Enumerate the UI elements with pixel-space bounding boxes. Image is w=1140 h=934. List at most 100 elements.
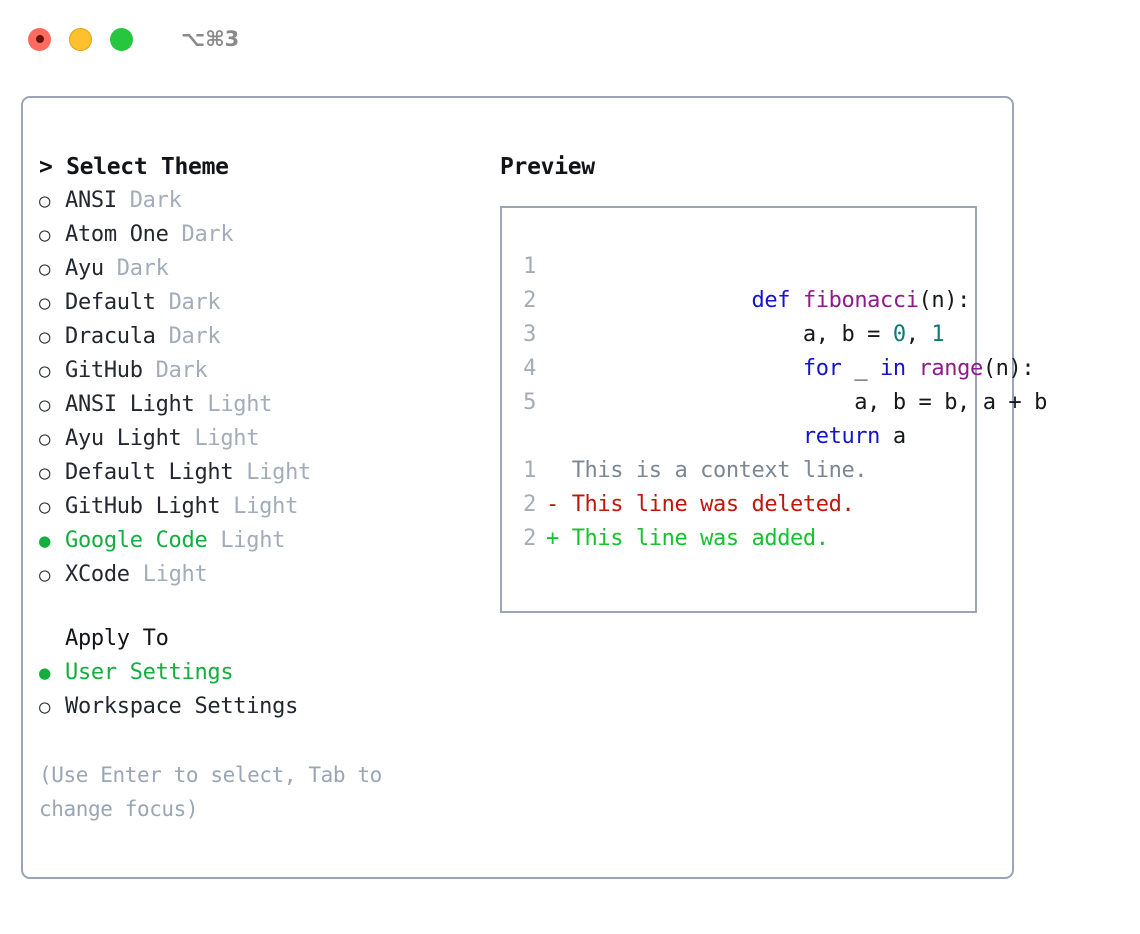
theme-option-label: ANSI Light — [65, 392, 195, 417]
radio-unselected-icon[interactable]: ○ — [39, 428, 51, 450]
theme-option-default-dark[interactable]: ○ Default Dark — [39, 286, 493, 320]
theme-option-tag-text: Dark — [116, 256, 169, 281]
theme-option-tag-text: Dark — [155, 358, 208, 383]
line-number: 2 — [523, 492, 536, 517]
token-number: 0 — [892, 322, 906, 347]
theme-option-label: Default — [65, 290, 156, 315]
theme-option-label: Dracula — [65, 324, 156, 349]
line-number: 1 — [523, 458, 536, 483]
main-panel: > Select Theme ○ ANSI Dark ○ Atom One — [21, 96, 1047, 879]
theme-option-tag-text: Dark — [129, 188, 182, 213]
apply-to-option-user-settings[interactable]: ● User Settings — [39, 656, 493, 690]
diff-sample: 1 This is a context line. 2 - This line … — [516, 454, 975, 556]
radio-unselected-icon[interactable]: ○ — [39, 394, 51, 416]
theme-option-tag-text: Light — [246, 460, 311, 485]
diff-line-text: + This line was added. — [546, 526, 829, 551]
theme-option-tag — [156, 286, 169, 320]
token-keyword: for — [802, 356, 842, 381]
theme-option-tag — [156, 320, 169, 354]
radio-unselected-icon[interactable]: ○ — [39, 496, 51, 518]
minimize-button[interactable] — [69, 27, 92, 51]
theme-option-tag-text: Light — [207, 392, 273, 417]
close-button[interactable] — [28, 27, 51, 51]
apply-to-label: Apply To — [65, 626, 169, 651]
radio-unselected-icon[interactable]: ○ — [39, 564, 51, 586]
token-plain: a, b = b, a + b — [751, 390, 1047, 415]
theme-option-label: GitHub — [65, 358, 143, 383]
apply-to-heading: ○ Apply To — [39, 622, 493, 656]
line-number: 1 — [523, 254, 536, 279]
theme-option-label: GitHub Light — [65, 494, 221, 519]
theme-option-default-light[interactable]: ○ Default Light Light — [39, 456, 493, 490]
theme-option-tag-text: Dark — [168, 324, 221, 349]
code-line-content: a, b = b, a + b — [546, 352, 1047, 415]
radio-unselected-icon[interactable]: ○ — [39, 326, 51, 348]
code-line-content: for _ in range(n): — [546, 318, 1035, 381]
preview-column: Preview 1 def fibonacci(n): 2 — [493, 98, 1047, 877]
code-line-content: def fibonacci(n): — [546, 250, 971, 313]
apply-to-option-label: User Settings — [65, 660, 234, 685]
traffic-lights — [28, 27, 133, 51]
theme-option-tag — [104, 252, 117, 286]
apply-to-option-workspace-settings[interactable]: ○ Workspace Settings — [39, 690, 493, 724]
radio-unselected-icon[interactable]: ○ — [39, 462, 51, 484]
token-plain: , — [905, 322, 932, 347]
keyboard-shortcut-label: ⌥⌘3 — [181, 27, 240, 51]
theme-option-google-code-light[interactable]: ● Google Code Light — [39, 524, 493, 558]
theme-option-xcode-light[interactable]: ○ XCode Light — [39, 558, 493, 592]
token-plain: _ — [841, 356, 881, 381]
theme-option-ayu-dark[interactable]: ○ Ayu Dark — [39, 252, 493, 286]
theme-option-ansi-dark[interactable]: ○ ANSI Dark — [39, 184, 493, 218]
code-sample: 1 def fibonacci(n): 2 a, b = 0, 1 — [516, 250, 1047, 449]
radio-unselected-icon[interactable]: ○ — [39, 696, 51, 718]
theme-option-label: Default Light — [65, 460, 234, 485]
code-line: 4 a, b = b, a + b — [516, 352, 1047, 415]
diff-line-text: This is a context line. — [546, 458, 868, 483]
radio-selected-icon[interactable]: ● — [39, 662, 51, 684]
radio-unselected-icon[interactable]: ○ — [39, 224, 51, 246]
theme-option-tag — [194, 388, 207, 422]
diff-line-deleted: 2 - This line was deleted. — [516, 488, 975, 522]
line-number: 4 — [523, 356, 536, 381]
theme-option-ansi-light[interactable]: ○ ANSI Light Light — [39, 388, 493, 422]
line-number: 2 — [523, 288, 536, 313]
code-line-content: return a — [546, 386, 906, 449]
code-line-content: a, b = 0, 1 — [546, 284, 945, 347]
theme-picker-column: > Select Theme ○ ANSI Dark ○ Atom One — [23, 98, 493, 877]
theme-option-label: XCode — [65, 562, 130, 587]
theme-option-label: Ayu Light — [65, 426, 182, 451]
theme-option-label: ANSI — [65, 188, 117, 213]
radio-selected-icon[interactable]: ● — [39, 530, 51, 552]
theme-option-label: Atom One — [65, 222, 169, 247]
radio-unselected-icon[interactable]: ○ — [39, 292, 51, 314]
theme-option-tag-text: Dark — [181, 222, 234, 247]
code-line: 3 for _ in range(n): — [516, 318, 1034, 381]
token-keyword: return — [802, 424, 880, 449]
theme-option-ayu-light[interactable]: ○ Ayu Light Light — [39, 422, 493, 456]
token-function: range — [918, 356, 984, 381]
line-number: 2 — [523, 526, 536, 551]
theme-option-tag — [130, 558, 143, 592]
apply-to-option-list: ● User Settings ○ Workspace Settings — [39, 656, 493, 724]
token-plain: (n): — [982, 356, 1035, 381]
theme-option-github-dark[interactable]: ○ GitHub Dark — [39, 354, 493, 388]
line-number: 3 — [523, 322, 536, 347]
preview-box: 1 def fibonacci(n): 2 a, b = 0, 1 — [500, 206, 1047, 613]
radio-unselected-icon[interactable]: ○ — [39, 190, 51, 212]
theme-option-tag — [207, 524, 220, 558]
theme-option-github-light[interactable]: ○ GitHub Light Light — [39, 490, 493, 524]
token-plain: a — [880, 424, 906, 449]
theme-option-label: Google Code — [65, 528, 208, 553]
section-spacer — [39, 592, 493, 622]
theme-option-dracula-dark[interactable]: ○ Dracula Dark — [39, 320, 493, 354]
keyboard-hint-text: (Use Enter to select, Tab to change focu… — [39, 763, 382, 821]
theme-option-atom-one-dark[interactable]: ○ Atom One Dark — [39, 218, 493, 252]
theme-option-tag-text: Light — [194, 426, 260, 451]
maximize-button[interactable] — [110, 27, 133, 51]
token-keyword: in — [880, 356, 906, 381]
radio-unselected-icon[interactable]: ○ — [39, 360, 51, 382]
code-line: 1 def fibonacci(n): — [516, 250, 975, 313]
token-number: 1 — [931, 322, 945, 347]
radio-unselected-icon[interactable]: ○ — [39, 258, 51, 280]
